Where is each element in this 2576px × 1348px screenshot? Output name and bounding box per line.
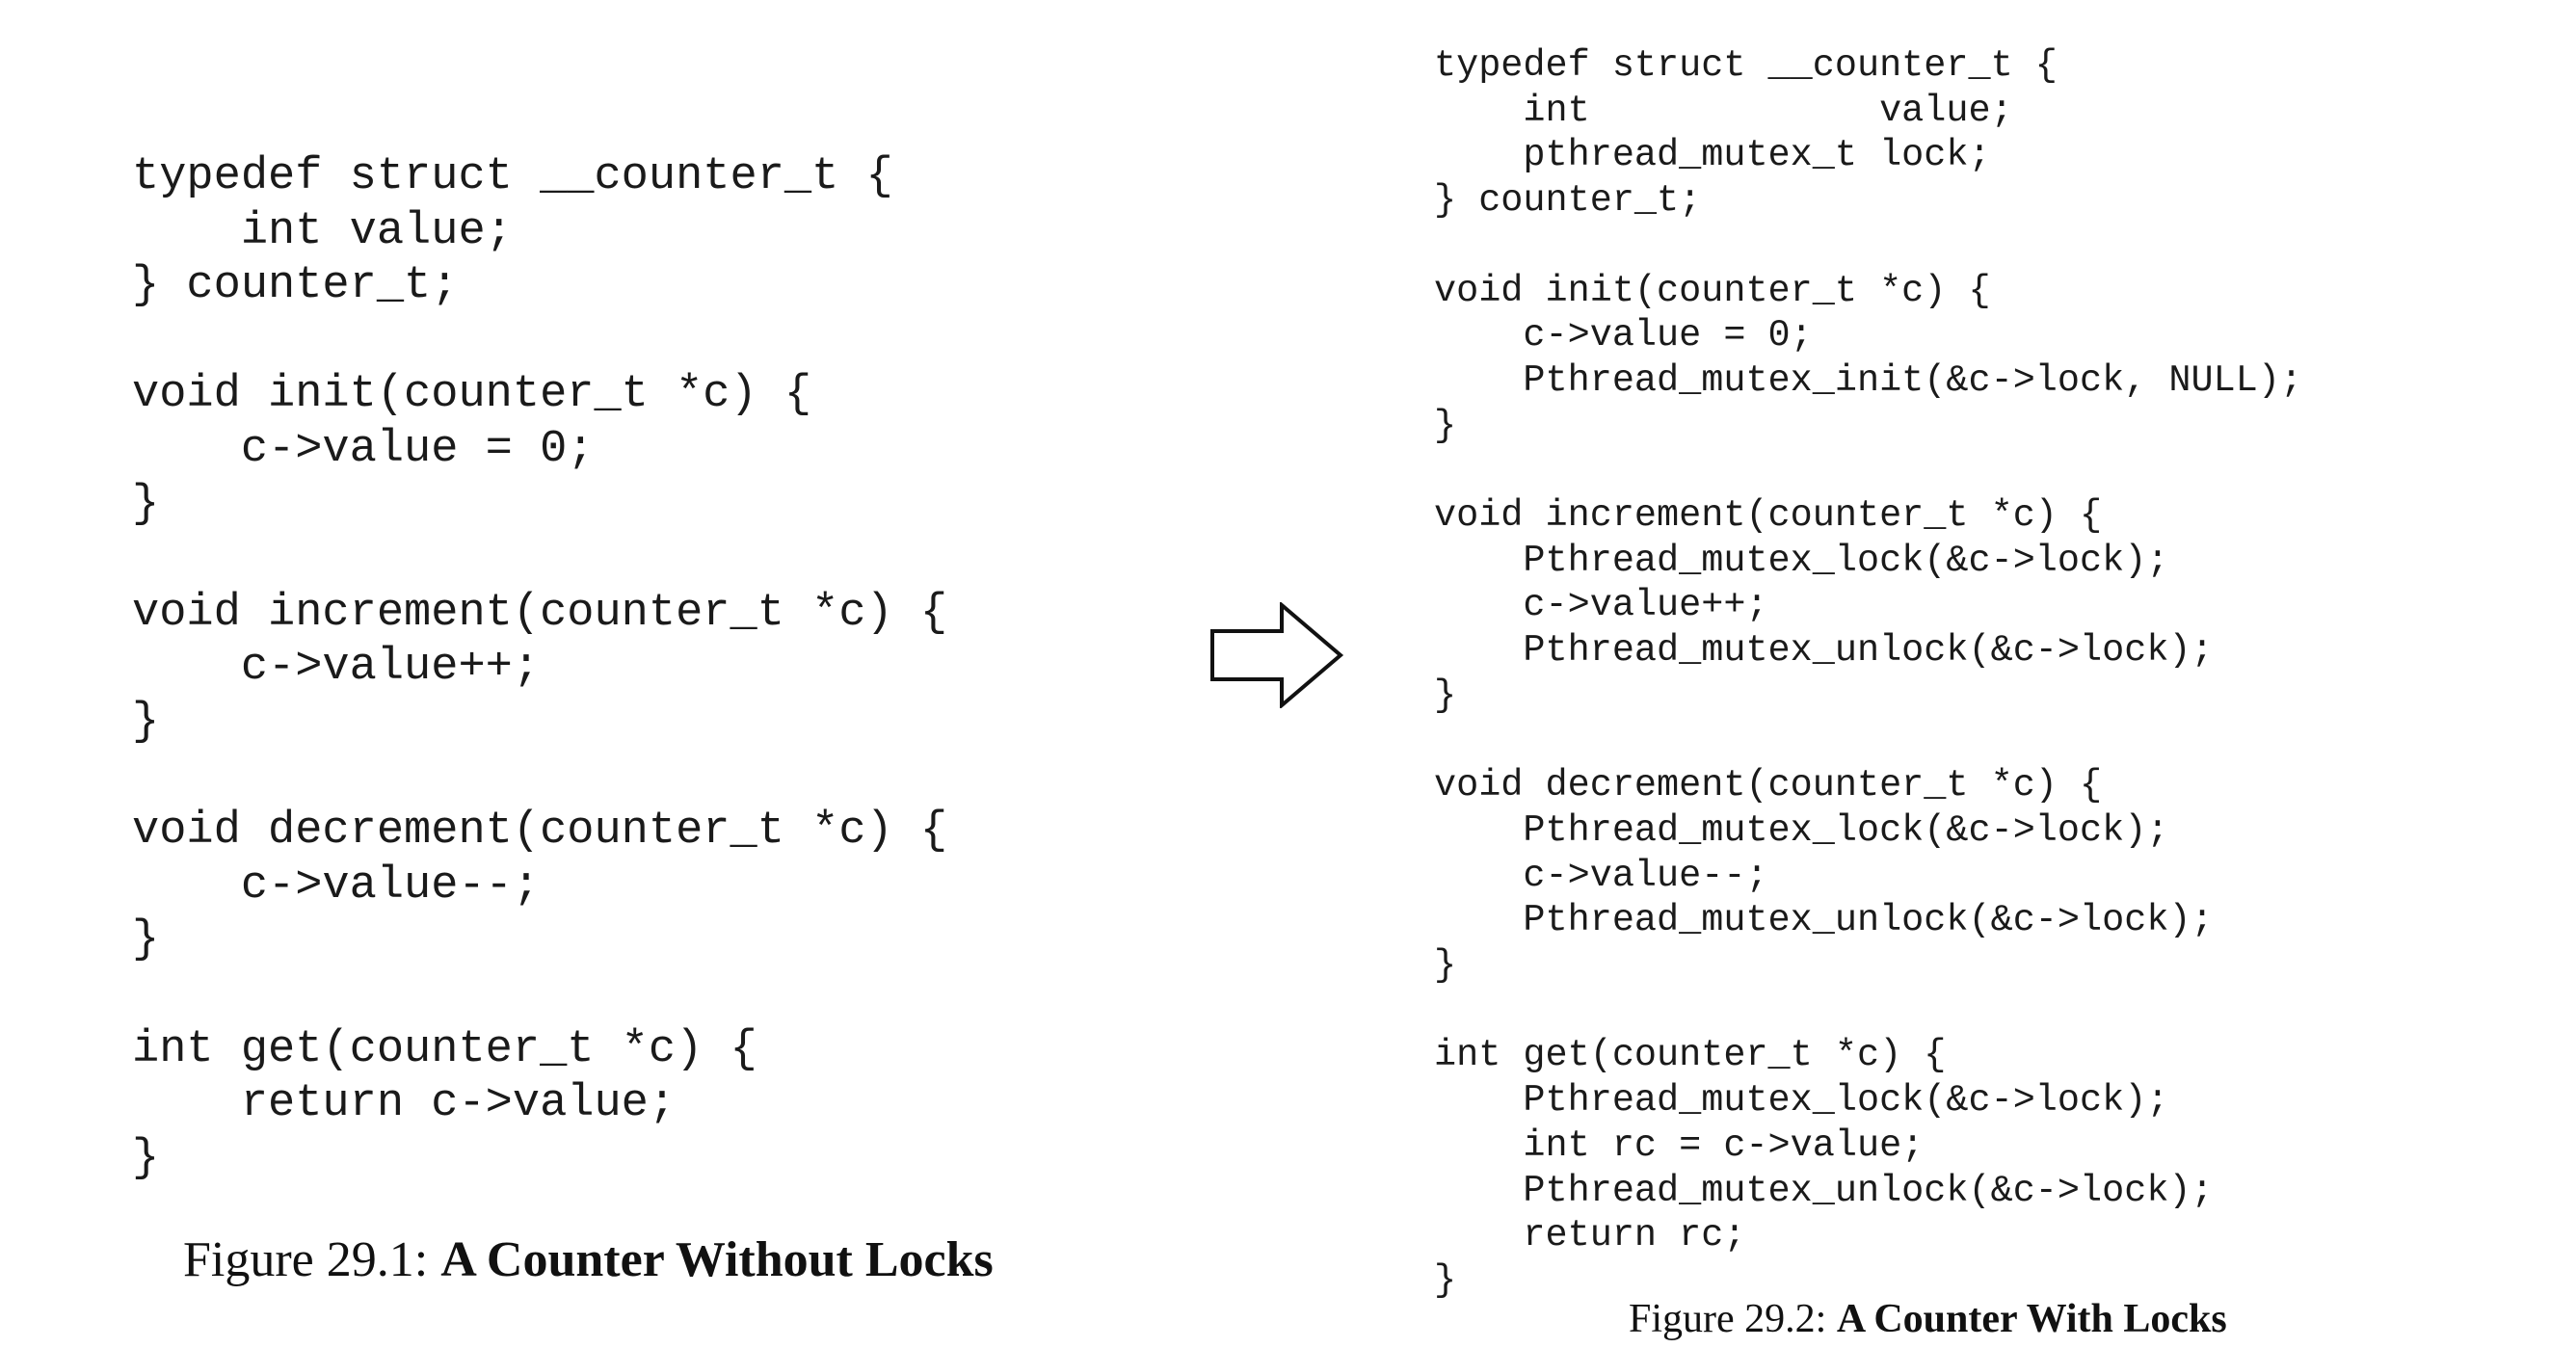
code-line: void decrement(counter_t *c) { (132, 806, 948, 858)
code-line: } (132, 696, 160, 748)
caption-label: Figure 29.2: (1629, 1297, 1837, 1341)
code-line: c->value--; (1434, 854, 1768, 897)
code-line: void increment(counter_t *c) { (132, 587, 948, 639)
code-line: } (132, 914, 160, 966)
code-line: } (1434, 944, 1457, 988)
code-line: } counter_t; (132, 260, 459, 312)
caption-label: Figure 29.1: (183, 1232, 441, 1287)
code-line: return c->value; (132, 1078, 677, 1130)
code-line: Pthread_mutex_lock(&c->lock); (1434, 1079, 2169, 1123)
code-line: int value; (132, 205, 513, 257)
code-line: } (132, 478, 160, 530)
code-line: } (1434, 1258, 1457, 1302)
code-line: } (1434, 404, 1457, 447)
code-line (132, 532, 947, 587)
code-line (1434, 448, 2302, 493)
code-line: Pthread_mutex_unlock(&c->lock); (1434, 899, 2214, 942)
code-line: int value; (1434, 89, 2013, 132)
code-line: void init(counter_t *c) { (1434, 269, 1991, 312)
code-line: return rc; (1434, 1214, 1746, 1257)
code-line (1434, 224, 2302, 269)
code-line: typedef struct __counter_t { (1434, 44, 2058, 87)
code-line: Pthread_mutex_lock(&c->lock); (1434, 539, 2169, 582)
code-line: int get(counter_t *c) { (1434, 1034, 1947, 1077)
code-line: } (1434, 674, 1457, 717)
figure-caption-with-locks: Figure 29.2: A Counter With Locks (1629, 1296, 2227, 1342)
code-line: typedef struct __counter_t { (132, 151, 893, 202)
caption-title: A Counter With Locks (1836, 1297, 2227, 1341)
code-line: } counter_t; (1434, 179, 1702, 223)
figure-caption-without-locks: Figure 29.1: A Counter Without Locks (183, 1231, 994, 1288)
code-line (1434, 719, 2302, 764)
code-line: Pthread_mutex_unlock(&c->lock); (1434, 1169, 2214, 1212)
code-line: pthread_mutex_t lock; (1434, 134, 1991, 177)
code-line (132, 314, 947, 369)
code-line: c->value++; (1434, 584, 1768, 627)
code-line: Pthread_mutex_init(&c->lock, NULL); (1434, 358, 2303, 402)
code-line: Pthread_mutex_unlock(&c->lock); (1434, 629, 2214, 673)
code-line: void decrement(counter_t *c) { (1434, 764, 2103, 807)
code-line: int rc = c->value; (1434, 1123, 1925, 1167)
code-line: void init(counter_t *c) { (132, 369, 812, 421)
code-line (132, 751, 947, 806)
code-block-without-locks: typedef struct __counter_t { int value;}… (132, 150, 947, 1186)
right-arrow-icon (1210, 602, 1344, 708)
code-line: void increment(counter_t *c) { (1434, 494, 2103, 538)
code-line (1434, 989, 2302, 1034)
code-line: } (132, 1132, 160, 1184)
caption-title: A Counter Without Locks (440, 1232, 994, 1287)
code-line: c->value++; (132, 642, 541, 694)
code-line: c->value = 0; (132, 423, 595, 475)
code-line: int get(counter_t *c) { (132, 1023, 757, 1075)
code-block-with-locks: typedef struct __counter_t { int value; … (1434, 43, 2302, 1304)
code-line (132, 968, 947, 1023)
code-line: Pthread_mutex_lock(&c->lock); (1434, 808, 2169, 852)
code-line: c->value--; (132, 859, 541, 912)
code-line: c->value = 0; (1434, 314, 1813, 357)
